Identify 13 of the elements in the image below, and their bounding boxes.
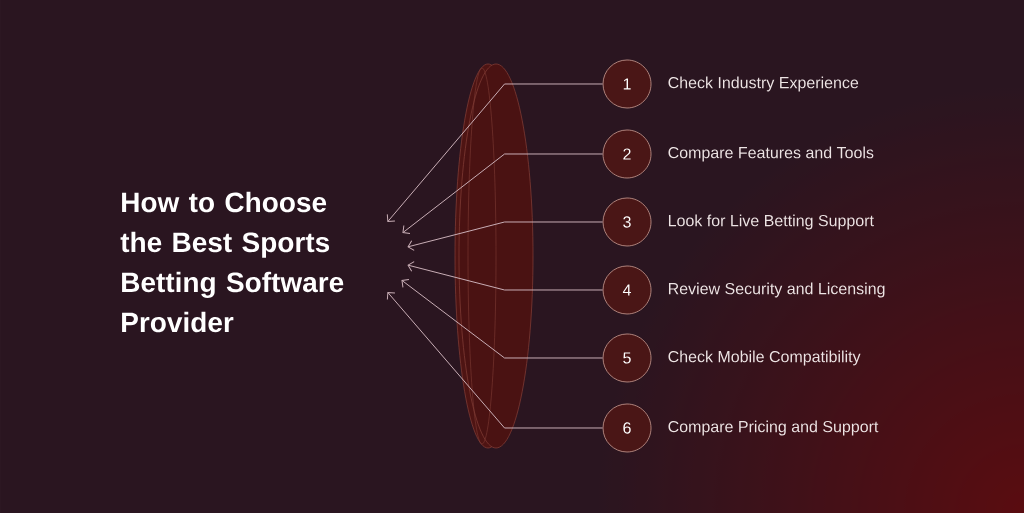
step-label: Check Mobile Compatibility bbox=[668, 350, 861, 366]
step-label: Check Industry Experience bbox=[668, 76, 859, 92]
step-label: Compare Pricing and Support bbox=[668, 420, 879, 436]
arrow bbox=[407, 261, 604, 291]
step-label: Look for Live Betting Support bbox=[668, 214, 874, 230]
arrow bbox=[386, 83, 604, 222]
step-label: Compare Features and Tools bbox=[668, 146, 874, 162]
arrow bbox=[407, 221, 604, 251]
arrow bbox=[386, 292, 604, 429]
arrow bbox=[401, 278, 604, 359]
arrow bbox=[402, 153, 604, 234]
title-text: How to Choose the Best Sports Betting Software Provider bbox=[120, 191, 344, 333]
step-label: Review Security and Licensing bbox=[668, 282, 885, 298]
